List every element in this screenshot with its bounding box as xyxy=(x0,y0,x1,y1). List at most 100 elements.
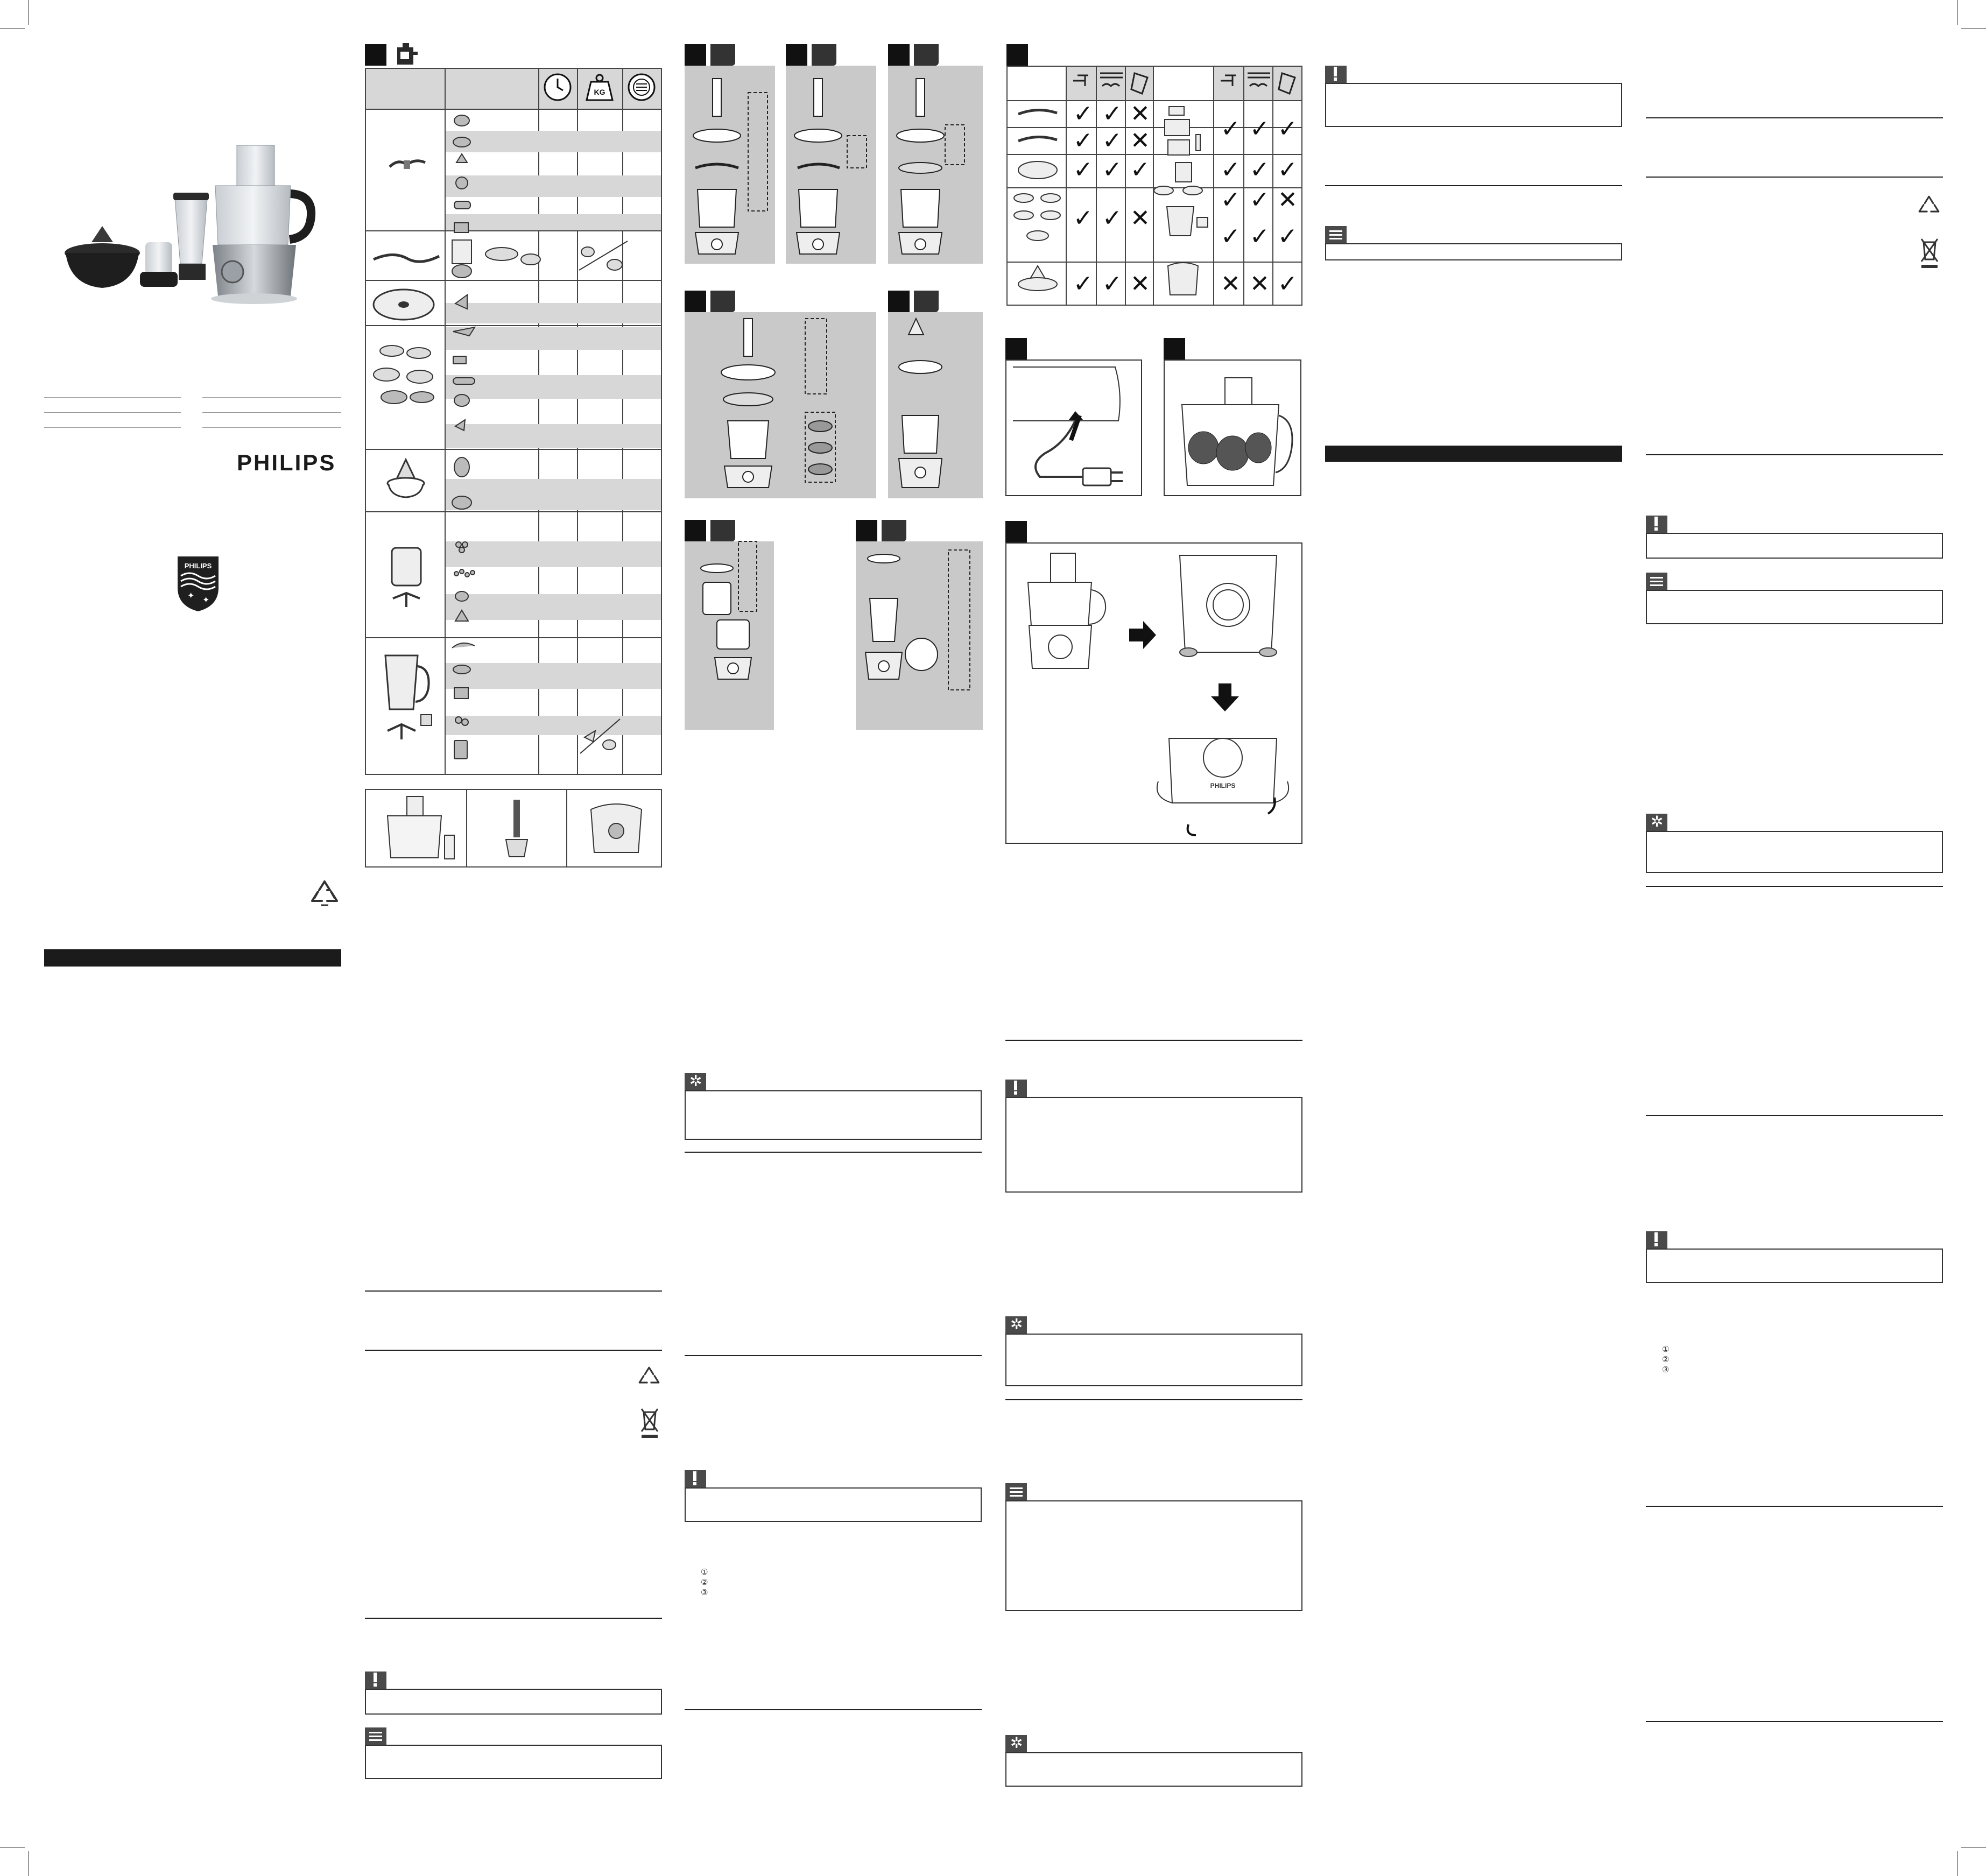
crop-mark xyxy=(1961,1847,1986,1848)
crop-mark xyxy=(1961,28,1986,29)
section-label-k xyxy=(1164,338,1185,359)
table-divider xyxy=(365,637,662,638)
section-label-e xyxy=(685,291,706,312)
cleaning-left-marks: ✓ ✓ ✕ ✓ ✓ ✕ ✓ ✓ ✓ ✓ ✓ ✕ ✓ ✓ ✕ xyxy=(1067,101,1153,305)
warning-box xyxy=(1646,533,1943,559)
mark: ✕ xyxy=(1130,127,1150,154)
crossed-bin-icon xyxy=(640,1408,659,1438)
table-row xyxy=(446,479,661,510)
warning-box xyxy=(1005,1097,1302,1193)
philips-shield-logo: PHILIPS ✦ ✦ xyxy=(178,556,219,611)
philips-wordmark: PHILIPS xyxy=(237,450,336,475)
step-1: ① xyxy=(1662,1344,1670,1354)
table-divider xyxy=(365,109,662,110)
mark: ✓ xyxy=(1102,270,1122,298)
exclamation-glyph-dot xyxy=(1654,1243,1658,1246)
table-row xyxy=(446,424,661,448)
usage-table-header xyxy=(366,69,661,109)
mark: ✕ xyxy=(1278,186,1298,214)
recycle-icon xyxy=(638,1366,660,1384)
dishwasher-icon xyxy=(1100,72,1123,88)
exclamation-glyph xyxy=(1654,517,1658,526)
step-1: ① xyxy=(701,1567,708,1577)
table-divider xyxy=(445,68,446,775)
note-lines-icon xyxy=(1005,1483,1027,1500)
crossed-bin-icon xyxy=(1920,238,1939,268)
mark: ✓ xyxy=(1250,186,1270,214)
kg-label: KG xyxy=(594,88,605,96)
table-divider xyxy=(365,325,662,326)
cover-rule xyxy=(202,412,341,413)
section-rule xyxy=(1325,185,1622,186)
table-divider xyxy=(365,449,662,450)
recycle-icon xyxy=(311,880,338,906)
mark: ✓ xyxy=(1250,156,1270,184)
dough-blade-icon xyxy=(372,253,440,263)
mark: ✓ xyxy=(1073,156,1093,184)
table-divider xyxy=(622,68,623,775)
mark: ✕ xyxy=(1130,204,1150,232)
note-box xyxy=(1646,590,1943,624)
mill-icon xyxy=(391,547,422,607)
step-2: ② xyxy=(701,1577,708,1587)
exclamation-glyph-dot xyxy=(1654,527,1658,531)
press-label-icon xyxy=(914,291,939,312)
cover-rule xyxy=(202,427,341,428)
mark: ✓ xyxy=(1073,204,1093,232)
cover-rule xyxy=(44,412,181,413)
numbered-steps: ① ② ③ xyxy=(701,1567,708,1598)
dishwasher-icon xyxy=(1248,72,1270,88)
crop-mark xyxy=(28,0,29,25)
mark: ✓ xyxy=(1278,270,1298,298)
feet-illustration: PHILIPS xyxy=(1027,553,1290,836)
mark: ✓ xyxy=(1102,100,1122,128)
section-rule xyxy=(1646,454,1943,455)
table-divider xyxy=(365,280,662,281)
section-rule xyxy=(1646,886,1943,887)
mark: ✓ xyxy=(1221,115,1241,143)
feet-wordmark: PHILIPS xyxy=(1210,782,1236,789)
dough-pictograms xyxy=(452,239,628,271)
mark: ✕ xyxy=(1130,270,1150,298)
exclamation-glyph-dot xyxy=(1334,77,1337,81)
tip-box xyxy=(1005,1752,1302,1787)
emulsifying-disc-icon xyxy=(372,288,435,321)
table-row xyxy=(446,175,661,197)
asterisk-glyph: ✲ xyxy=(1010,1315,1023,1333)
tip-box xyxy=(1646,831,1943,873)
tip-box xyxy=(685,1090,982,1140)
note-box xyxy=(365,1745,662,1779)
asterisk-glyph: ✲ xyxy=(1010,1734,1023,1752)
table-divider xyxy=(1125,66,1126,306)
svg-text:✦: ✦ xyxy=(187,590,194,601)
warning-box xyxy=(1325,83,1622,127)
cleaning-part-icons xyxy=(1013,106,1208,295)
table-divider xyxy=(1006,154,1302,155)
crop-mark xyxy=(1957,0,1958,25)
cloth-icon xyxy=(1278,72,1296,95)
assembly-drawings xyxy=(693,78,970,690)
section-label-h xyxy=(856,520,877,541)
tip-box xyxy=(1005,1334,1302,1386)
section-label-f xyxy=(888,291,910,312)
section-rule xyxy=(1646,1506,1943,1507)
mark: ✓ xyxy=(1073,100,1093,128)
table-divider xyxy=(1006,187,1302,188)
section-label-d xyxy=(888,44,910,66)
table-divider xyxy=(1243,66,1244,306)
mark: ✓ xyxy=(1221,156,1241,184)
table-divider xyxy=(538,68,539,775)
timer-icon xyxy=(544,73,572,101)
bowl-illustration xyxy=(1181,377,1293,486)
plug-illustration xyxy=(1013,366,1123,486)
mark: ✓ xyxy=(1073,127,1093,154)
section-rule xyxy=(685,1152,982,1153)
mark: ✕ xyxy=(1130,100,1150,128)
exclamation-glyph xyxy=(1334,67,1337,76)
section-label-a xyxy=(365,44,386,66)
tap-icon xyxy=(1073,74,1088,86)
section-rule xyxy=(1005,1040,1302,1041)
step-3: ③ xyxy=(1662,1365,1670,1374)
mark: ✓ xyxy=(1278,156,1298,184)
mark: ✕ xyxy=(1250,270,1270,298)
